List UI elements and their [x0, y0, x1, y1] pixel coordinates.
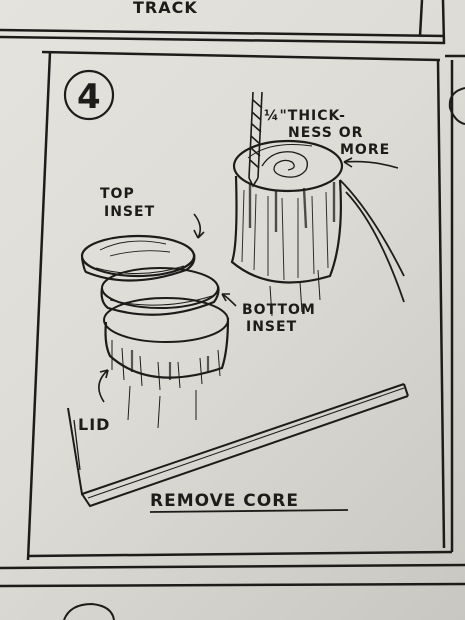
panel-caption: REMOVE CORE [149, 491, 349, 513]
step-number: 4 [77, 77, 102, 117]
lid-label: LID [78, 415, 110, 434]
lid-piece [103, 297, 230, 429]
labels: ¼"THICK- NESS OR MORE TOP INSET BOTTOM I… [78, 108, 390, 434]
top-inset-label-line2: INSET [104, 204, 155, 220]
panel-frame [0, 0, 465, 588]
caption-text: REMOVE CORE [150, 491, 299, 511]
thickness-label-line1: ¼"THICK- [264, 108, 346, 124]
bottom-inset-disc [100, 267, 220, 316]
drill-bit [248, 91, 263, 188]
step-number-badge: 4 [63, 69, 115, 121]
next-step-badge [448, 87, 465, 125]
prev-panel-caption: TRACK [133, 0, 198, 17]
top-inset-label-line1: TOP [100, 186, 135, 202]
bottom-inset-label-line1: BOTTOM [242, 302, 316, 318]
label-arrows [98, 157, 399, 403]
log-core [230, 139, 405, 317]
thickness-label-line2: NESS OR [288, 125, 363, 141]
ground-board [67, 383, 409, 508]
next-row-step-badge [63, 602, 115, 620]
thickness-label-line3: MORE [340, 142, 390, 158]
top-inset-disc [80, 234, 196, 282]
bottom-inset-label-line2: INSET [246, 319, 297, 335]
